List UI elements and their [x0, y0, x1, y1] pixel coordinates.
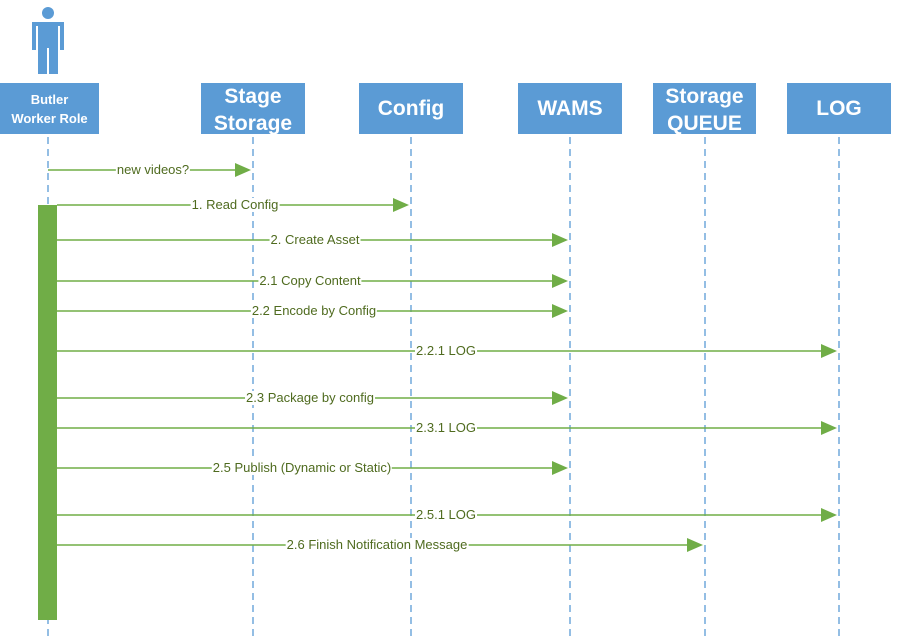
- arrowhead-icon: [552, 304, 568, 318]
- message-label: 2.5.1 LOG: [415, 507, 477, 522]
- person-icon: [32, 7, 64, 74]
- arrowhead-icon: [821, 344, 837, 358]
- message-label: 2.3.1 LOG: [415, 420, 477, 435]
- message-label: 2.5 Publish (Dynamic or Static): [211, 460, 393, 475]
- participant-label: LOG: [816, 97, 862, 120]
- message-label: 1. Read Config: [190, 197, 280, 212]
- arrowhead-icon: [821, 508, 837, 522]
- participant-label: WAMS: [537, 97, 603, 120]
- arrowhead-icon: [235, 163, 251, 177]
- arrowhead-icon: [687, 538, 703, 552]
- message-label: 2.2 Encode by Config: [250, 303, 378, 318]
- arrowhead-icon: [821, 421, 837, 435]
- participant-log: LOG: [787, 83, 891, 134]
- message-label: new videos?: [115, 162, 191, 177]
- message-label: 2.2.1 LOG: [415, 343, 477, 358]
- participant-label: Config: [377, 97, 445, 120]
- arrowhead-icon: [552, 391, 568, 405]
- arrowhead-icon: [552, 274, 568, 288]
- participant-config: Config: [359, 83, 463, 134]
- arrowhead-icon: [552, 461, 568, 475]
- participant-wams: WAMS: [518, 83, 622, 134]
- activation-bar: [38, 205, 57, 620]
- message-label: 2.1 Copy Content: [258, 273, 362, 288]
- participant-butler-worker-role: Butler Worker Role: [0, 83, 99, 134]
- participant-storage-queue: Storage QUEUE: [653, 83, 756, 134]
- participant-label: Stage Storage: [213, 84, 293, 135]
- arrowhead-icon: [552, 233, 568, 247]
- message-label: 2. Create Asset: [269, 232, 361, 247]
- participant-label: Storage QUEUE: [665, 84, 744, 135]
- arrowhead-icon: [393, 198, 409, 212]
- participant-label: Butler Worker Role: [11, 91, 88, 126]
- participant-stage-storage: Stage Storage: [201, 83, 305, 134]
- message-label: 2.6 Finish Notification Message: [285, 537, 469, 552]
- message-label: 2.3 Package by config: [245, 390, 375, 405]
